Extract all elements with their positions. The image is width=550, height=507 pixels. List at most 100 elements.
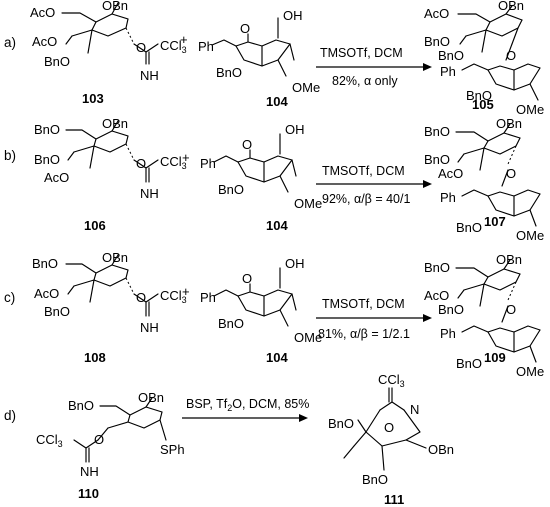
compound-number: 110 [78,486,99,501]
ring-o: O [242,271,252,286]
imine-label: NH [140,186,159,201]
reagents-label: TMSOTf, DCM [322,297,405,311]
compound-number: 109 [484,350,506,365]
compound-number: 108 [84,350,106,365]
compound-number: 104 [266,350,288,365]
plus-sign: + [182,150,190,165]
product-ome: OMe [516,364,544,379]
donor-structure: BnO OBn BnO AcO O CCl3 NH [34,116,187,201]
leaving-group: CCl3 [160,38,187,55]
donor-group-top: AcO [30,5,55,20]
donor-group-c2: OBn [138,390,164,405]
product-phenyl: Ph [440,326,456,341]
acceptor-structure: Ph O OH BnO OMe [200,122,322,211]
glycosidic-o: O [506,48,516,63]
benzyloxy-label: BnO [218,182,244,197]
donor-group-c2: OBn [102,250,128,265]
methoxy-label: OMe [294,196,322,211]
row-a: a) AcO OBn AcO BnO O CCl3 NH 103 + [4,0,544,117]
oxazoline-o: O [384,420,394,435]
glycosidic-o: O [506,166,516,181]
phenyl-label: Ph [200,290,216,305]
imine-label: NH [140,320,159,335]
reagents-label: TMSOTf, DCM [320,46,403,60]
row-label: d) [4,408,16,423]
product-group-top: BnO [424,124,450,139]
leaving-group: CCl3 [160,288,187,305]
product-obn: OBn [498,0,524,13]
donor-ccl3: CCl3 [36,432,63,449]
product-group-a: BnO [424,152,450,167]
donor-group-c3: AcO [44,170,69,185]
methoxy-label: OMe [292,80,320,95]
row-label: b) [4,148,16,163]
product-structure: AcO OBn BnO BnO O Ph BnO OMe [424,0,544,117]
imine-label: NH [140,68,159,83]
phenyl-label: Ph [200,156,216,171]
compound-number: 106 [84,218,106,233]
product-ome: OMe [516,102,544,117]
product-obn: OBn [428,442,454,457]
acceptor-structure: Ph O OH BnO OMe [198,8,320,95]
compound-number: 103 [82,91,104,106]
row-d: d) BnO OBn O CCl3 NH SPh 110 BSP, Tf2O, … [4,372,454,507]
product-structure: CCl3 N O BnO OBn BnO [328,372,454,487]
imine-label: NH [80,464,99,479]
product-group-top: AcO [424,6,449,21]
compound-number: 107 [484,214,506,229]
anomeric-o: O [136,40,146,55]
plus-sign: + [182,284,190,299]
thiophenyl-label: SPh [160,442,185,457]
arrow-head [423,180,432,188]
product-bno-top: BnO [328,416,354,431]
product-bno: BnO [456,356,482,371]
product-group-top: BnO [424,260,450,275]
donor-group-c3: BnO [44,54,70,69]
ring-o: O [242,137,252,152]
leaving-group: CCl3 [160,154,187,171]
ring-o: O [94,432,104,447]
donor-group-top: BnO [32,256,58,271]
product-group-b: BnO [438,48,464,63]
hydroxyl-label: OH [285,256,305,271]
donor-group-c4: AcO [32,34,57,49]
donor-group-c4: AcO [34,286,59,301]
anomeric-o: O [136,156,146,171]
phenyl-label: Ph [198,39,214,54]
row-b: b) BnO OBn BnO AcO O CCl3 NH 106 + [4,116,544,243]
benzyloxy-label: BnO [216,65,242,80]
row-label: a) [4,35,16,50]
donor-structure: BnO OBn AcO BnO O CCl3 NH [32,250,187,335]
donor-group-c4: BnO [34,152,60,167]
anomeric-o: O [136,290,146,305]
arrow-head [423,63,432,71]
product-bno: BnO [456,220,482,235]
hydroxyl-label: OH [283,8,303,23]
product-structure: BnO OBn AcO BnO O Ph BnO OMe [424,252,544,379]
compound-number: 105 [472,97,494,112]
reagents-label: BSP, Tf2O, DCM, 85% [186,397,309,413]
donor-group-top: BnO [34,122,60,137]
row-c: c) BnO OBn AcO BnO O CCl3 NH 108 + [4,250,544,379]
compound-number: 111 [384,492,404,507]
row-label: c) [4,290,15,305]
hydroxyl-label: OH [285,122,305,137]
product-structure: BnO OBn BnO AcO O Ph BnO OMe [424,116,544,243]
imine-n: N [410,402,419,417]
yield-selectivity-label: 82%, α only [332,74,398,88]
reagents-label: TMSOTf, DCM [322,164,405,178]
product-bno: BnO [466,88,492,103]
product-ome: OMe [516,228,544,243]
compound-number: 104 [266,94,288,109]
donor-group-top: BnO [68,398,94,413]
donor-structure: AcO OBn AcO BnO O CCl3 NH [30,0,187,83]
product-group-a: AcO [424,288,449,303]
product-bno-bottom: BnO [362,472,388,487]
product-obn: OBn [496,252,522,267]
yield-selectivity-label: 92%, α/β = 40/1 [322,192,410,206]
donor-group-c2: OBn [102,116,128,131]
compound-number: 104 [266,218,288,233]
product-obn: OBn [496,116,522,131]
benzyloxy-label: BnO [218,316,244,331]
